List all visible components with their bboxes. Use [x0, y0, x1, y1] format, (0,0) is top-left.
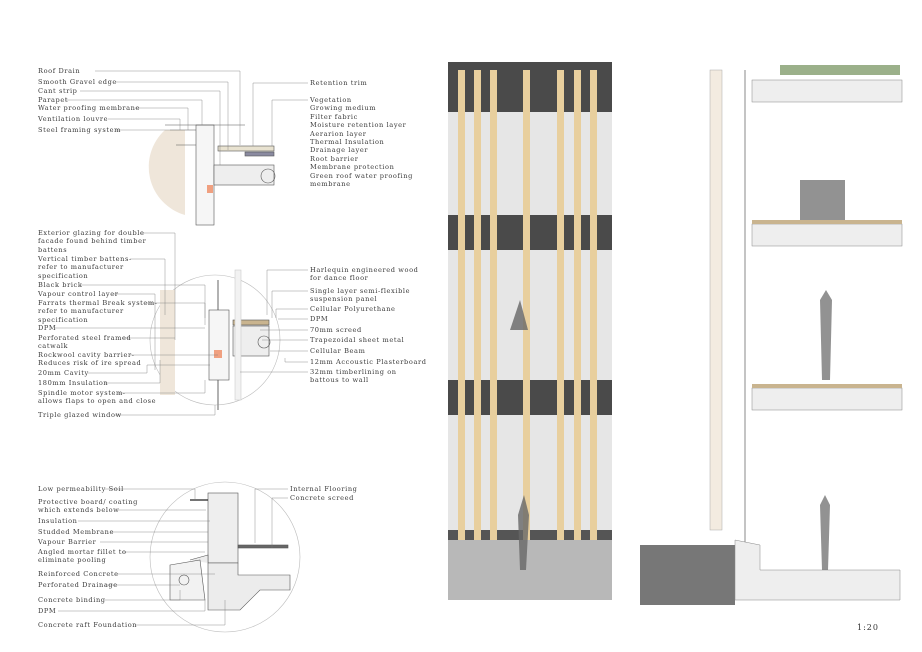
- floor-detail-label: Farrats thermal Break system- refer to m…: [38, 299, 158, 324]
- foundation-detail-label: Concrete binding: [38, 596, 106, 604]
- foundation-detail-label: Perforated Drainage: [38, 581, 118, 589]
- floor-detail-label: 70mm screed: [310, 326, 362, 334]
- roof-detail-label: Smooth Gravel edge: [38, 78, 117, 86]
- roof-detail-label: Water proofing membrane: [38, 104, 141, 112]
- roof-detail-label: Vegetation Growing medium Filter fabric …: [310, 96, 413, 189]
- floor-detail-label: DPM: [310, 315, 329, 323]
- foundation-detail-label: Angled mortar fillet to eliminate poolin…: [38, 548, 127, 565]
- floor-detail-label: Rockwool cavity barrier- Reduces risk of…: [38, 351, 142, 368]
- floor-detail-label: 180mm Insulation: [38, 379, 109, 387]
- building-section: [640, 65, 903, 605]
- floor-detail-label: Cellular Beam: [310, 347, 366, 355]
- roof-detail-label: Cant strip: [38, 87, 78, 95]
- floor-detail-label: Single layer semi-flexible suspension pa…: [310, 287, 411, 304]
- roof-detail-drawing: [148, 124, 276, 226]
- floor-detail-label: Vertical timber battens- refer to manufa…: [38, 255, 132, 280]
- scale-label: 1:20: [857, 623, 879, 632]
- roof-leader-lines: [65, 70, 308, 165]
- roof-detail-label: Parapet: [38, 96, 69, 104]
- floor-detail-drawing: [149, 269, 281, 410]
- roof-detail-label: Steel framing system: [38, 126, 121, 134]
- floor-detail-label: Perforated steel framed catwalk: [38, 334, 132, 351]
- foundation-detail-label: Studded Membrane: [38, 528, 115, 536]
- floor-detail-label: Cellular Polyurethane: [310, 305, 396, 313]
- foundation-detail-label: Internal Flooring: [290, 485, 358, 493]
- floor-detail-label: 32mm timberlining on battous to wall: [310, 368, 397, 385]
- roof-detail-label: Roof Drain: [38, 67, 81, 75]
- foundation-detail-drawing: [149, 481, 301, 633]
- foundation-detail-label: Reinforced Concrete: [38, 570, 119, 578]
- floor-detail-label: Spindle motor system- allows flaps to op…: [38, 389, 157, 406]
- foundation-detail-label: Concrete raft Foundation: [38, 621, 138, 629]
- foundation-leader-lines: [58, 488, 288, 626]
- foundation-detail-label: DPM: [38, 607, 57, 615]
- floor-detail-label: DPM: [38, 324, 57, 332]
- facade-elevation: [448, 62, 612, 600]
- foundation-detail-label: Vapour Barrier: [38, 538, 97, 546]
- floor-detail-label: 12mm Accoustic Plasterboard: [310, 358, 427, 366]
- floor-detail-label: Harlequin engineered wood for dance floo…: [310, 266, 419, 283]
- floor-detail-label: Exterior glazing for double facade found…: [38, 229, 147, 254]
- floor-leader-lines: [55, 232, 308, 416]
- foundation-detail-label: Low permeability Soil: [38, 485, 124, 493]
- roof-detail-label: Retention trim: [310, 79, 368, 87]
- foundation-detail-label: Concrete screed: [290, 494, 354, 502]
- floor-detail-label: Black brick: [38, 281, 83, 289]
- foundation-detail-label: Protective board/ coating which extends …: [38, 498, 138, 515]
- roof-detail-label: Ventilation louvre: [38, 115, 109, 123]
- floor-detail-label: Triple glazed window: [38, 411, 122, 419]
- floor-detail-label: 20mm Cavity: [38, 369, 89, 377]
- floor-detail-label: Vapour control layer: [38, 290, 119, 298]
- floor-detail-label: Trapezoidal sheet metal: [310, 336, 405, 344]
- foundation-detail-label: Insulation: [38, 517, 78, 525]
